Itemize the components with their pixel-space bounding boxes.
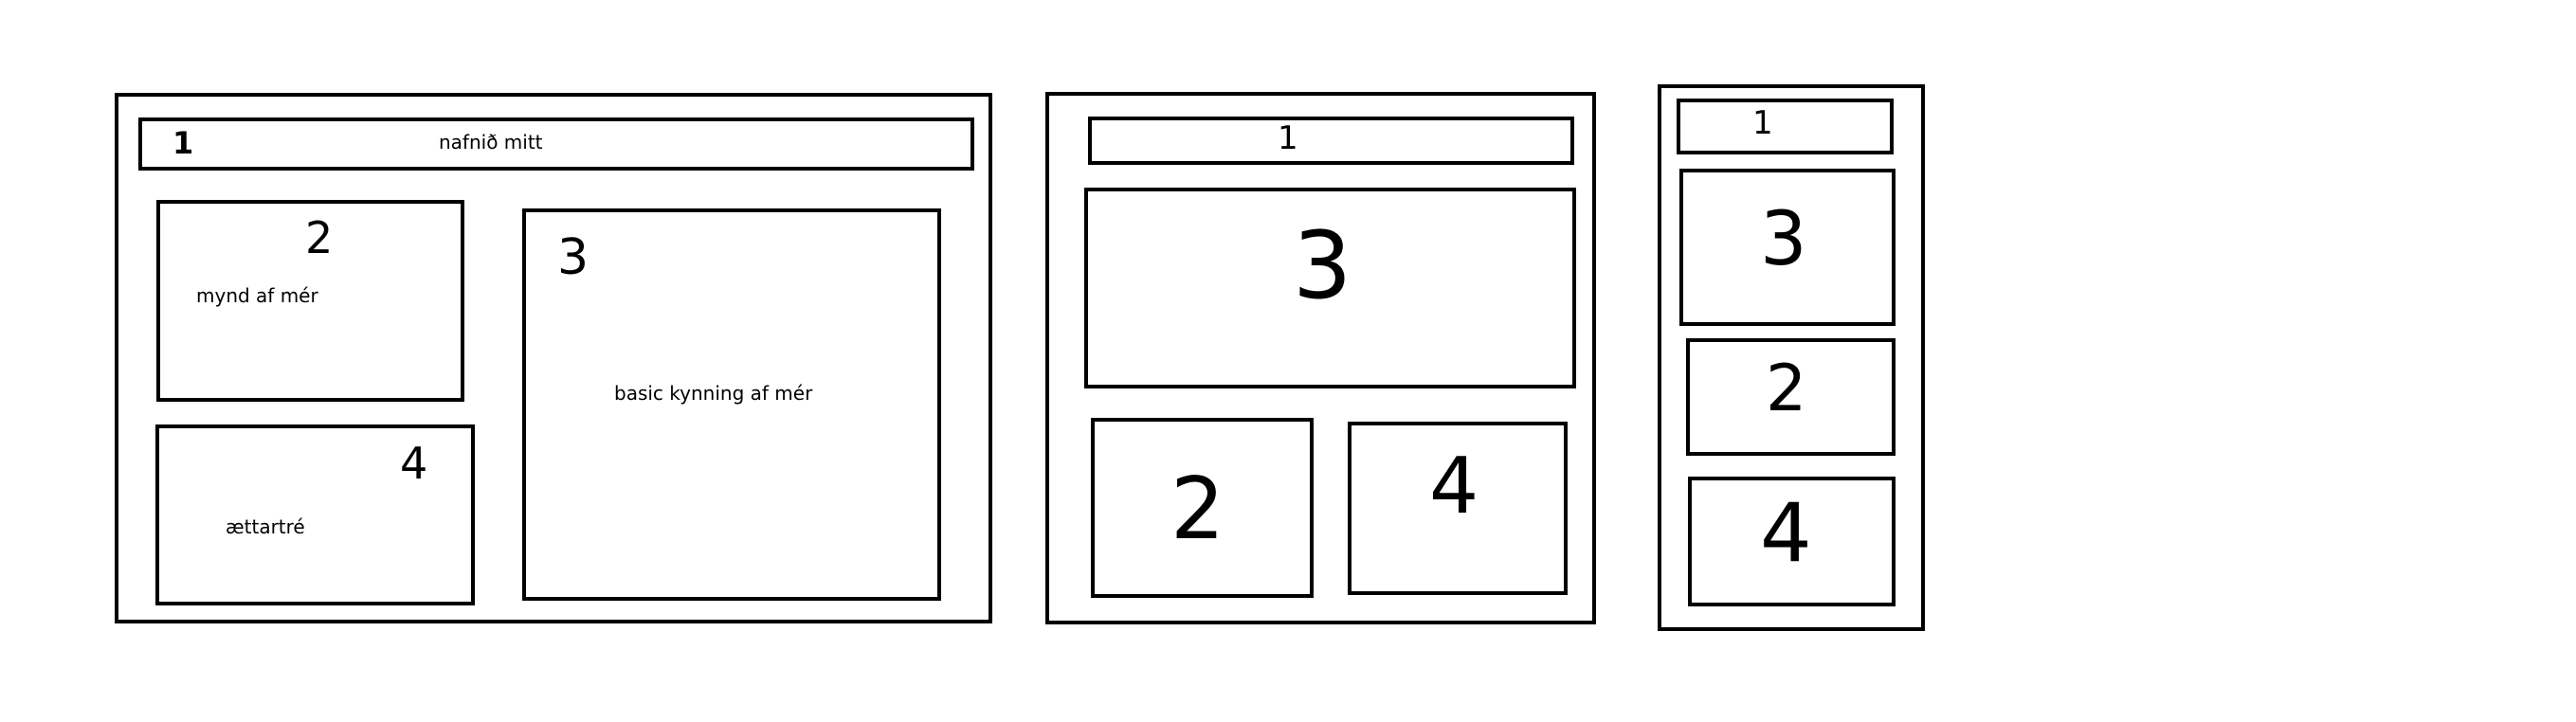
desktop-header-box [138, 117, 974, 171]
desktop-family-tree-box [155, 424, 475, 605]
desktop-family-tree-number: 4 [400, 438, 428, 489]
mobile-family-tree-box [1688, 477, 1896, 606]
tablet-header-number: 1 [1278, 119, 1298, 157]
desktop-photo-number: 2 [305, 212, 334, 263]
desktop-header-number: 1 [172, 125, 194, 161]
desktop-header-text: nafnið mitt [439, 131, 543, 153]
mobile-header-box [1677, 99, 1894, 154]
tablet-intro-box [1084, 188, 1576, 388]
mobile-family-tree-number: 4 [1760, 486, 1812, 581]
desktop-photo-text: mynd af mér [196, 284, 318, 307]
tablet-photo-number: 2 [1170, 460, 1225, 559]
desktop-family-tree-text: ættartré [226, 515, 305, 538]
tablet-family-tree-number: 4 [1429, 442, 1479, 532]
tablet-family-tree-box [1348, 422, 1568, 595]
desktop-photo-box [156, 200, 464, 402]
tablet-header-box [1088, 117, 1574, 165]
mobile-photo-number: 2 [1766, 352, 1807, 426]
mobile-intro-number: 3 [1760, 197, 1807, 282]
desktop-intro-box [522, 208, 941, 601]
mobile-header-number: 1 [1752, 104, 1773, 142]
desktop-intro-text: basic kynning af mér [614, 382, 813, 405]
mobile-intro-box [1679, 169, 1896, 326]
desktop-intro-number: 3 [557, 229, 590, 286]
tablet-intro-number: 3 [1293, 212, 1352, 320]
mobile-photo-box [1686, 338, 1896, 456]
tablet-photo-box [1091, 418, 1314, 598]
